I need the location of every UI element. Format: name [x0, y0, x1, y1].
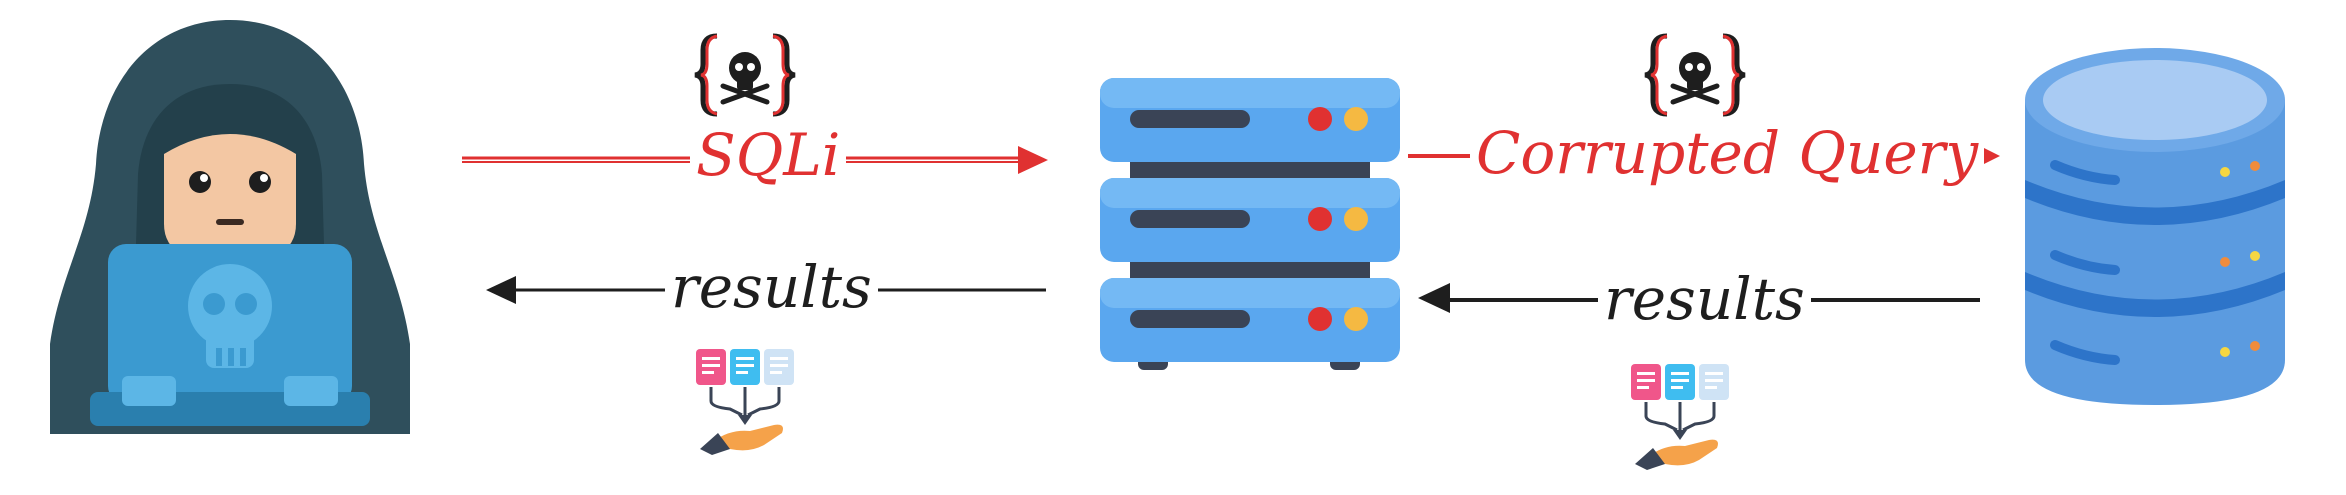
server-rack-icon [1100, 78, 1400, 370]
results-label-left: results [665, 258, 878, 316]
database-icon [2025, 48, 2285, 405]
results-label-right: results [1598, 270, 1811, 328]
hooded-hacker-icon [50, 20, 410, 434]
sqli-label: SQLi [690, 126, 847, 184]
documents-to-hand-icon [696, 349, 794, 455]
skull-brackets-icon [1644, 33, 1746, 117]
documents-to-hand-icon [1631, 364, 1729, 470]
skull-brackets-icon [694, 33, 796, 117]
corrupted-query-label: Corrupted Query [1470, 124, 1985, 182]
